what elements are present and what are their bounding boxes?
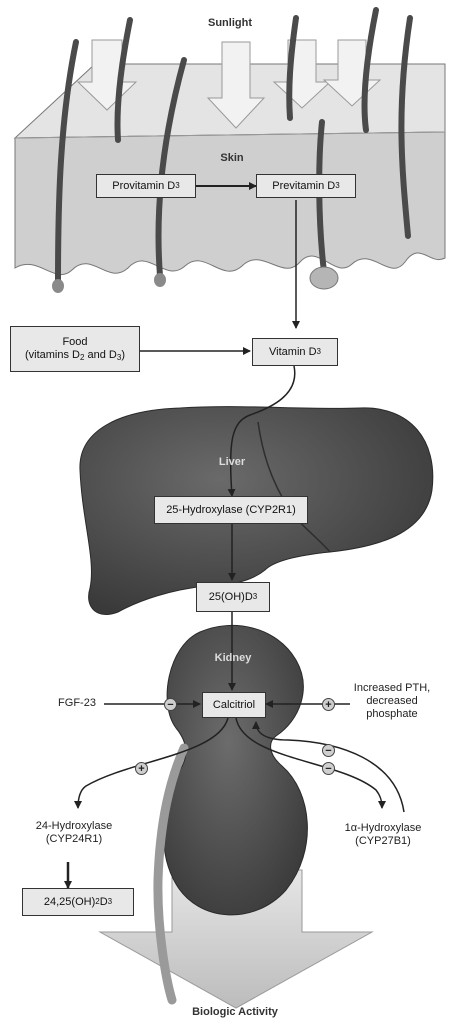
hydroxylase25-text: 25-Hydroxylase (CYP2R1) <box>166 503 296 516</box>
alpha-inhibit-sign: − <box>322 762 335 775</box>
ureter <box>153 743 189 1005</box>
food-sub-2: 3 <box>116 353 122 362</box>
oh2-pre: 24,25(OH) <box>43 895 96 908</box>
oh2-mid: D <box>99 895 108 908</box>
food-line-1: Food <box>62 336 88 348</box>
liver-label: Liver <box>218 456 246 468</box>
oh-d3-text: 25(OH)D <box>208 590 253 603</box>
pth-line-1: Increased PTH, <box>353 682 431 694</box>
sunlight-label: Sunlight <box>208 17 252 29</box>
food-post: ) <box>121 349 125 361</box>
kidney-shape <box>163 625 308 916</box>
calcitriol-text: Calcitriol <box>212 698 256 711</box>
calcitriol-box: Calcitriol <box>202 692 266 718</box>
provitamin-text: Provitamin D <box>112 179 176 192</box>
fgf23-inhibit-sign: − <box>164 698 177 711</box>
food-box: Food (vitamins D2 and D3) <box>10 326 140 372</box>
food-sub-1: 2 <box>80 353 85 362</box>
food-pre: (vitamins D <box>24 349 80 361</box>
kidney-label: Kidney <box>214 652 252 664</box>
hydroxylase25-box: 25-Hydroxylase (CYP2R1) <box>154 496 308 524</box>
food-mid: and D <box>84 349 117 361</box>
fgf23-label: FGF-23 <box>58 697 96 709</box>
pth-phosphate-label: Increased PTH, decreased phosphate <box>344 682 440 721</box>
pathway-arrows <box>64 182 405 889</box>
hair-strands <box>55 7 413 285</box>
to-24-hydroxylase-sign: + <box>135 762 148 775</box>
alpha-line-2: (CYP27B1) <box>355 835 411 847</box>
alpha-line-1: 1α-Hydroxylase <box>344 822 422 834</box>
hydroxylase24-line-2: (CYP24R1) <box>45 833 103 845</box>
pth-line-3: phosphate <box>366 708 418 720</box>
vitamin-text: Vitamin D <box>269 345 317 358</box>
previtamin-text: Previtamin D <box>272 179 336 192</box>
skin-label: Skin <box>220 152 244 164</box>
biologic-activity-label: Biologic Activity <box>192 1006 278 1018</box>
pth-line-2: decreased <box>366 695 418 707</box>
alpha-hydroxylase-label: 1α-Hydroxylase (CYP27B1) <box>334 822 432 848</box>
hydroxylase24-line-1: 24-Hydroxylase <box>35 820 113 832</box>
hydroxylase24-label: 24-Hydroxylase (CYP24R1) <box>26 820 122 846</box>
food-line-2: (vitamins D2 and D3) <box>25 349 125 362</box>
hair-follicles <box>52 266 339 293</box>
pth-stimulate-sign: + <box>322 698 335 711</box>
feedback-inhibit-sign: − <box>322 744 335 757</box>
